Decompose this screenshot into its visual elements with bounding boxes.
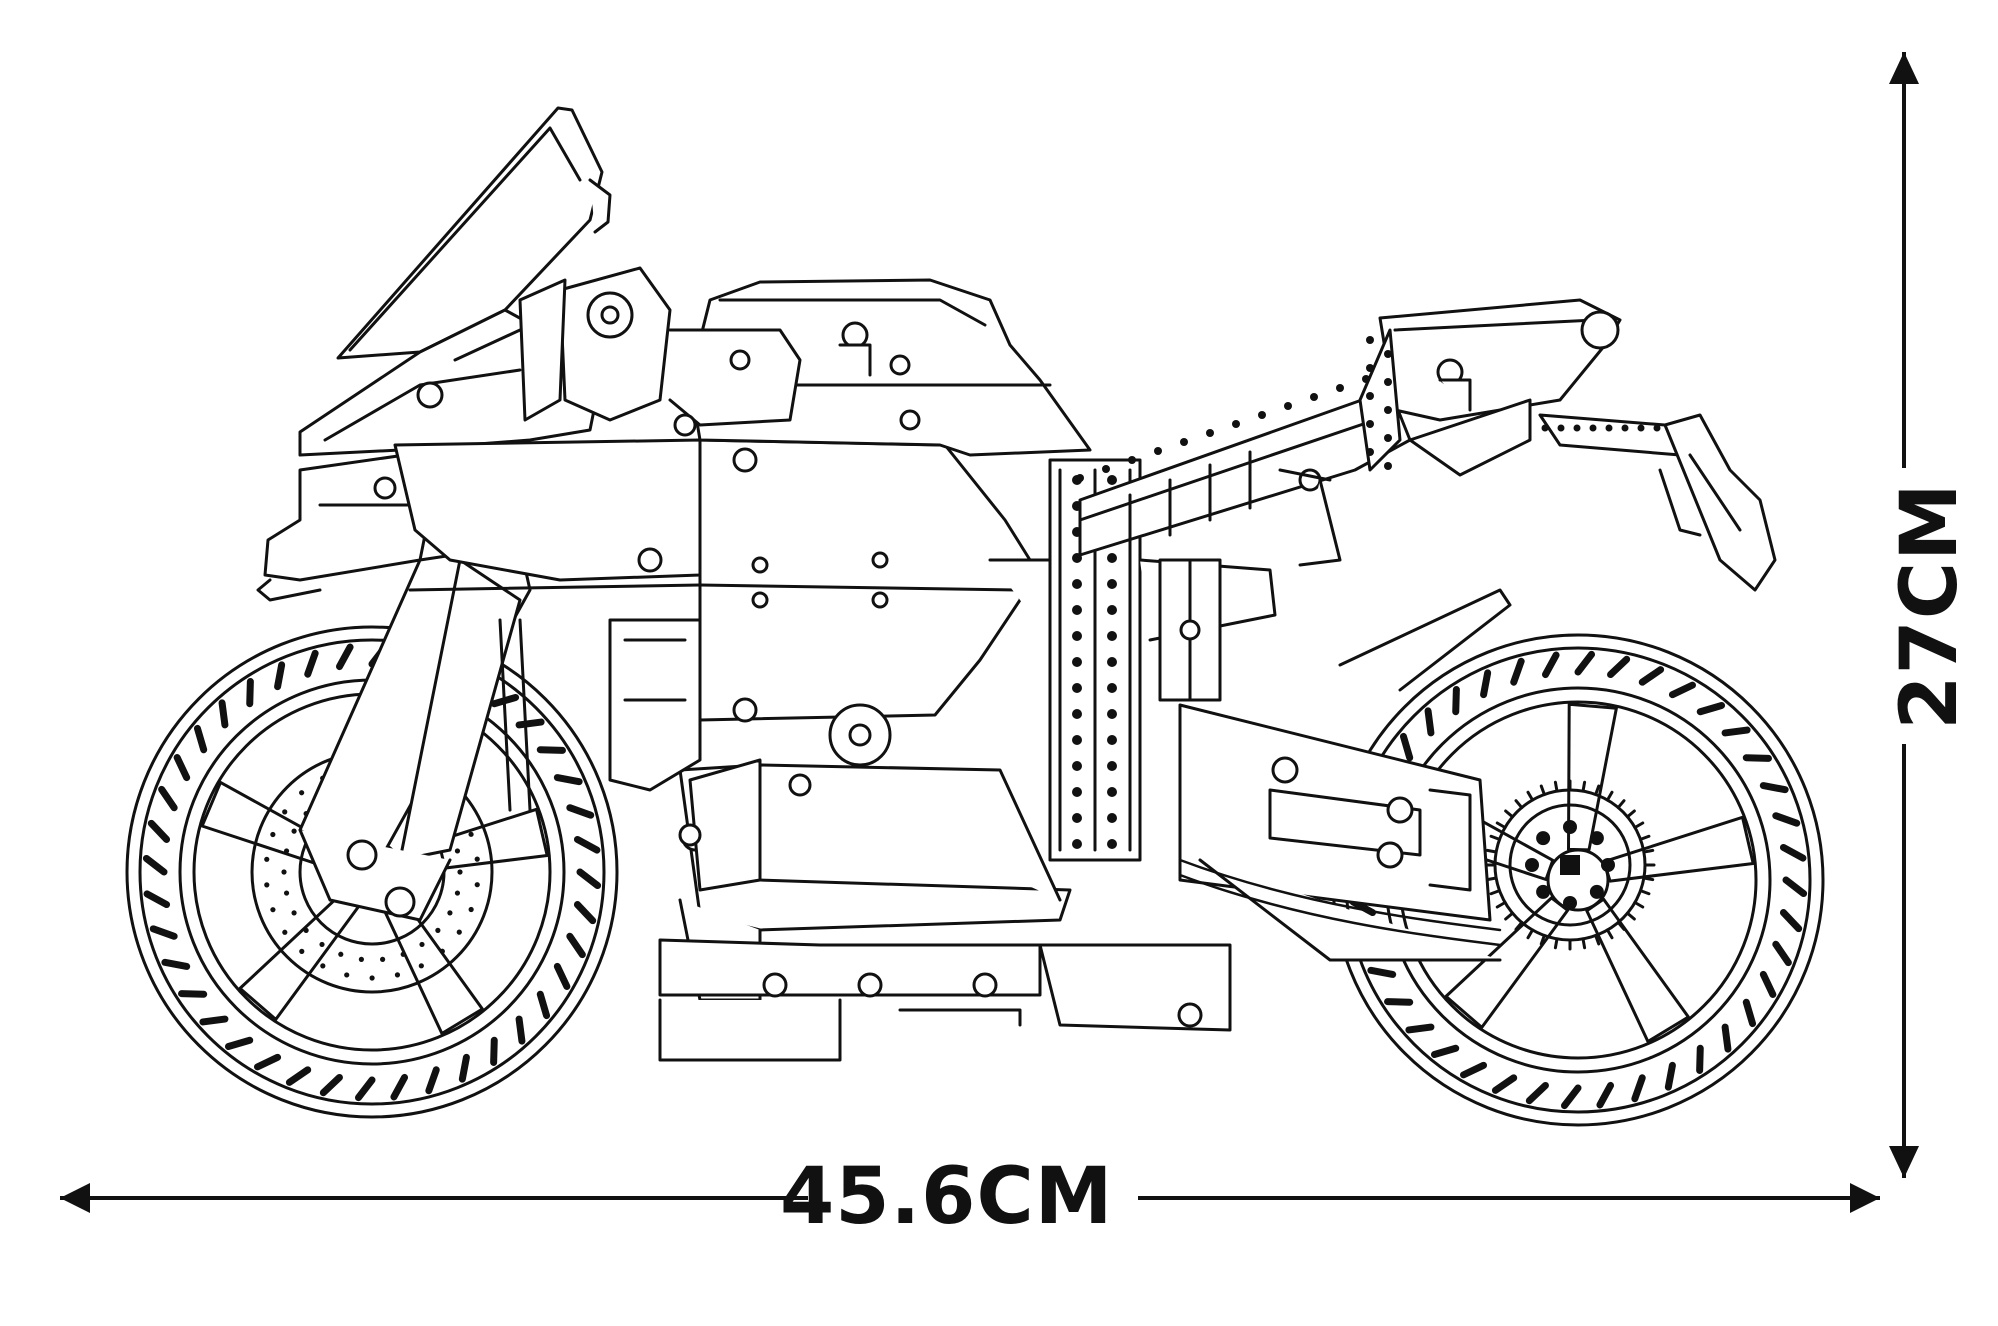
tail-section: [1078, 298, 1622, 557]
main-fairing-panel: [698, 438, 1032, 723]
width-dimension-label: 45.6CM: [780, 1152, 1114, 1242]
windshield: [336, 106, 612, 360]
upper-frame-studs: [1076, 336, 1661, 482]
drive-chain: [1178, 858, 1502, 947]
plate-bracket: [1538, 413, 1777, 592]
swingarm: [1178, 588, 1512, 962]
width-dimension-line: [60, 1183, 1880, 1213]
rear-shock: [1158, 468, 1342, 702]
headlight-assembly: [256, 453, 432, 602]
handlebar-cluster: [518, 266, 802, 437]
height-dimension-line: [1889, 52, 1919, 1178]
dimension-lines: [60, 52, 1919, 1213]
front-fork: [298, 543, 532, 922]
side-panel-front: [393, 438, 702, 592]
height-dimension-label: 27CM: [1885, 482, 1975, 730]
lower-front-panel: [608, 618, 892, 892]
